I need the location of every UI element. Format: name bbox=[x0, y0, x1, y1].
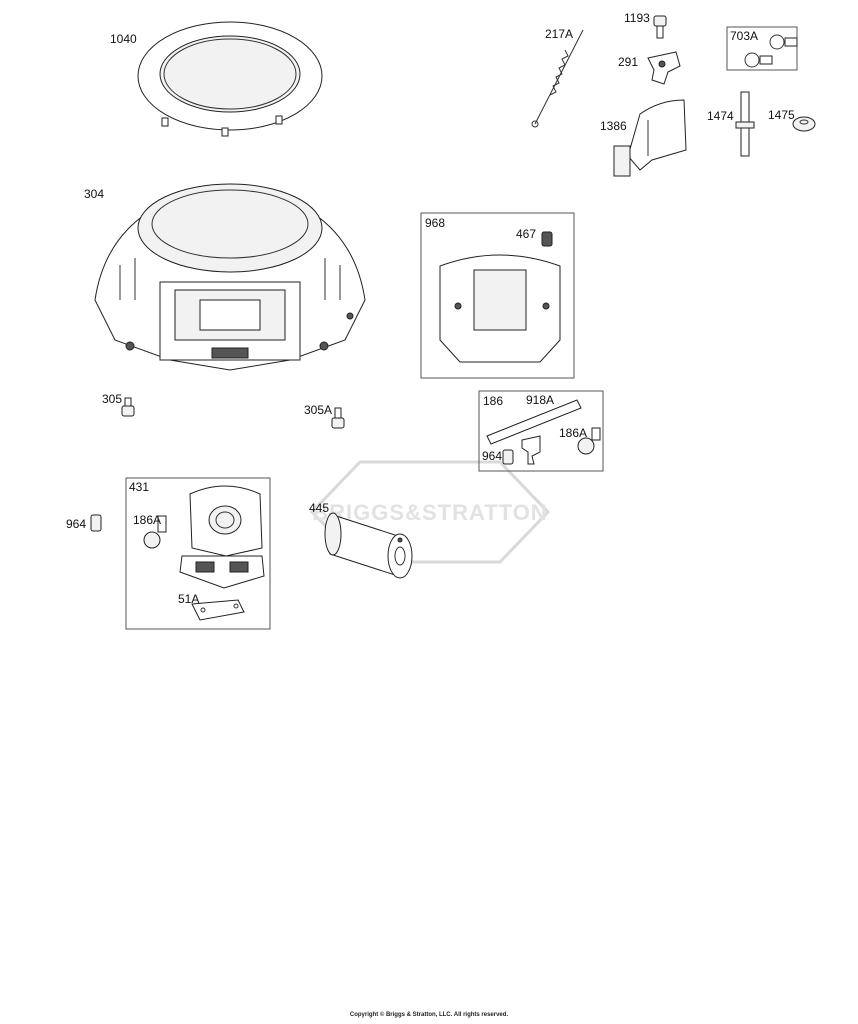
label-968[interactable]: 968 bbox=[425, 216, 445, 230]
part-1040-ring[interactable] bbox=[137, 21, 323, 137]
part-304-blower-housing[interactable] bbox=[94, 183, 366, 371]
part-445-filter-cartridge[interactable] bbox=[324, 512, 413, 579]
part-1475-nut[interactable] bbox=[792, 116, 816, 132]
part-305A-screw[interactable] bbox=[331, 407, 345, 429]
part-217A-governor-spring[interactable] bbox=[531, 29, 584, 128]
label-305[interactable]: 305 bbox=[102, 392, 122, 406]
part-186-kit[interactable] bbox=[478, 390, 604, 472]
part-968-cover-kit[interactable] bbox=[420, 212, 575, 379]
label-186A-kit[interactable]: 186A bbox=[559, 426, 587, 440]
copyright-notice: Copyright © Briggs & Stratton, LLC. All … bbox=[349, 1012, 509, 1018]
part-291-control-bracket[interactable] bbox=[647, 51, 681, 85]
label-964-kit[interactable]: 964 bbox=[482, 449, 502, 463]
label-304[interactable]: 304 bbox=[84, 187, 104, 201]
label-1475[interactable]: 1475 bbox=[768, 108, 795, 122]
part-431-air-filter-base-kit[interactable] bbox=[125, 477, 271, 630]
label-1193[interactable]: 1193 bbox=[624, 11, 650, 25]
part-305-screw[interactable] bbox=[121, 397, 135, 417]
part-703A-kit[interactable] bbox=[726, 26, 798, 71]
label-217A[interactable]: 217A bbox=[545, 27, 573, 41]
part-1386-plate[interactable] bbox=[613, 99, 687, 177]
label-305A[interactable]: 305A bbox=[304, 403, 332, 417]
label-703A[interactable]: 703A bbox=[730, 29, 758, 43]
label-1040[interactable]: 1040 bbox=[110, 32, 137, 46]
label-186[interactable]: 186 bbox=[483, 394, 503, 408]
label-1474[interactable]: 1474 bbox=[707, 109, 734, 123]
label-291[interactable]: 291 bbox=[618, 55, 638, 69]
part-964-fitting[interactable] bbox=[90, 514, 102, 532]
label-918A[interactable]: 918A bbox=[526, 393, 554, 407]
label-431[interactable]: 431 bbox=[129, 480, 149, 494]
part-1193-screw[interactable] bbox=[653, 15, 667, 39]
label-467[interactable]: 467 bbox=[516, 227, 536, 241]
label-1386[interactable]: 1386 bbox=[600, 119, 627, 133]
label-51A[interactable]: 51A bbox=[178, 592, 199, 606]
label-186A[interactable]: 186A bbox=[133, 513, 161, 527]
label-445[interactable]: 445 bbox=[309, 501, 329, 515]
part-1474-shaft[interactable] bbox=[735, 91, 755, 157]
label-964[interactable]: 964 bbox=[66, 517, 86, 531]
